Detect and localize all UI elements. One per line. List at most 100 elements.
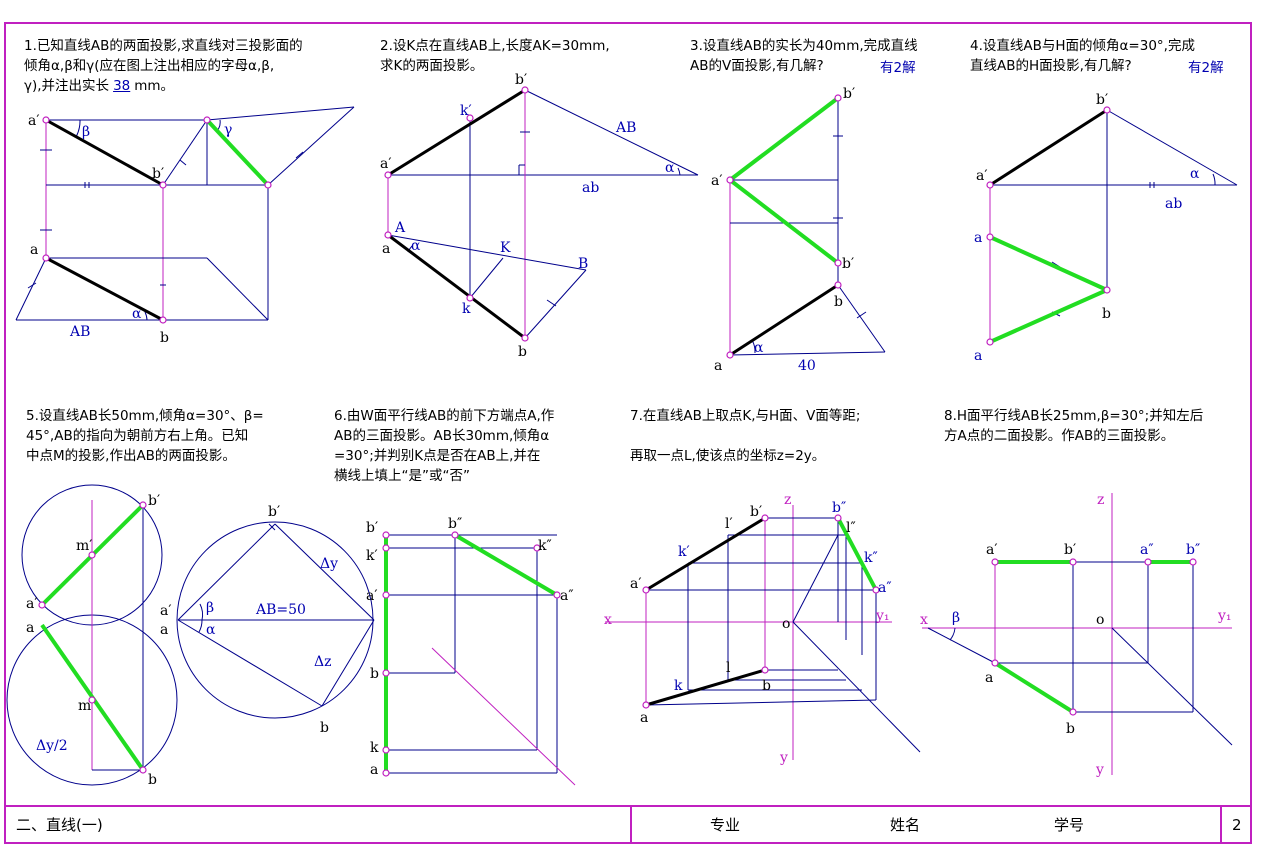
p2-label-b: b	[518, 344, 527, 360]
p1-label-a1: a′	[28, 113, 40, 129]
p4-label-ab: ab	[1165, 196, 1182, 212]
p5-label-alpha: α	[206, 622, 216, 638]
p5-label-a: a	[26, 620, 34, 636]
p7-label-z: z	[784, 492, 791, 508]
p6-label-b: b	[370, 666, 379, 682]
problem-3-drawing	[728, 96, 886, 357]
problem-3-text: 3.设直线AB的实长为40mm,完成直线 AB的V面投影,有几解?	[690, 38, 918, 74]
p5-label-b1: b′	[148, 493, 160, 509]
p7-label-o: o	[782, 616, 790, 632]
problem-4-text: 4.设直线AB与H面的倾角α=30°,完成 直线AB的H面投影,有几解?	[970, 38, 1195, 74]
p7-label-b1: b′	[750, 504, 762, 520]
p7-label-a: a	[640, 710, 648, 726]
p8-label-b2: b″	[1186, 542, 1200, 558]
p7-label-y1: y₁	[875, 608, 890, 624]
p7-label-x: x	[604, 612, 612, 628]
p2-label-b1: b′	[515, 72, 527, 88]
p4-label-b: b	[1102, 306, 1111, 322]
p2-label-AB: AB	[615, 120, 636, 136]
problem-3-answer: 有2解	[880, 60, 916, 76]
problem-4-drawing	[989, 108, 1238, 344]
problem-4-answer: 有2解	[1188, 60, 1224, 76]
p8-label-y: y	[1095, 762, 1104, 778]
p3-label-alpha: α	[754, 340, 764, 356]
major-label: 专业	[710, 816, 741, 834]
p2-label-alpha: α	[665, 160, 675, 176]
p6-label-k2: k″	[538, 538, 552, 554]
problem-7-drawing	[605, 505, 921, 760]
p8-label-z: z	[1097, 492, 1104, 508]
name-label: 姓名	[890, 816, 921, 834]
p8-label-y1: y₁	[1217, 608, 1232, 624]
p3-label-b1: b′	[843, 86, 855, 102]
problem-2-text: 2.设K点在直线AB上,长度AK=30mm, 求K的两面投影。	[380, 38, 610, 74]
p8-label-beta: β	[952, 610, 960, 626]
p4-label-a1: a′	[976, 168, 988, 184]
p5-label-b1-right: b′	[268, 504, 280, 520]
p2-label-k: k	[462, 301, 471, 317]
p4-label-alpha: α	[1190, 166, 1200, 182]
p1-label-gamma: γ	[224, 122, 232, 138]
problem-1-answer: 38	[113, 78, 131, 94]
p8-label-a: a	[985, 670, 993, 686]
problem-5-text: 5.设直线AB长50mm,倾角α=30°、β= 45°,AB的指向为朝前方右上角…	[26, 408, 264, 464]
p8-label-a1: a′	[986, 542, 998, 558]
problem-8-text: 8.H面平行线AB长25mm,β=30°;并知左后 方A点的二面投影。作AB的三…	[944, 408, 1204, 444]
p8-label-b1: b′	[1064, 542, 1076, 558]
p8-label-x: x	[920, 612, 928, 628]
problem-1-drawing	[15, 106, 355, 322]
p6-label-a: a	[370, 762, 378, 778]
chapter-title: 二、直线(一)	[16, 816, 103, 834]
p2-label-ab: ab	[582, 180, 599, 196]
p1-label-b1: b′	[152, 166, 164, 182]
p2-label-k1: k′	[460, 103, 472, 119]
p8-label-a2: a″	[1140, 542, 1154, 558]
p7-label-a2: a″	[878, 580, 892, 596]
drawing-labels: a′ b′ a b β γ α AB a′ b′ k′ a b k A B K …	[26, 72, 1232, 788]
p1-label-alpha: α	[132, 306, 142, 322]
p5-label-b: b	[148, 772, 157, 788]
p6-label-a2: a″	[560, 588, 574, 604]
p1-label-b: b	[160, 330, 169, 346]
p4-label-a2: a	[974, 348, 982, 364]
p5-label-dy2: Δy/2	[36, 738, 68, 754]
p3-label-b1b: b′	[842, 256, 854, 272]
p5-label-dy: Δy	[320, 556, 338, 572]
p4-label-b1: b′	[1096, 92, 1108, 108]
p5-label-b-right: b	[320, 720, 329, 736]
p5-label-a-right: a	[160, 622, 168, 638]
p6-label-k: k	[370, 740, 379, 756]
student-id-label: 学号	[1054, 816, 1085, 834]
p7-label-b: b	[762, 678, 771, 694]
p4-label-a: a	[974, 230, 982, 246]
p7-label-l2: l″	[846, 520, 856, 536]
problem-6-drawing	[384, 533, 576, 786]
p7-label-a1: a′	[630, 576, 642, 592]
p2-label-A: A	[394, 220, 406, 236]
p1-label-a: a	[30, 242, 38, 258]
problem-2-drawing	[387, 88, 699, 340]
p3-label-40: 40	[798, 358, 816, 374]
problem-8-drawing	[922, 493, 1233, 775]
p5-label-dz: Δz	[314, 654, 332, 670]
problem-1-text: 1.已知直线AB的两面投影,求直线对三投影面的 倾角α,β和γ(应在图上注出相应…	[24, 38, 303, 94]
p5-label-AB50: AB=50	[255, 602, 306, 618]
point-markers	[38, 86, 1197, 777]
page-divider	[1220, 807, 1222, 844]
p5-label-a1: a′	[26, 596, 38, 612]
p2-label-a: a	[382, 241, 390, 257]
p7-label-l1: l′	[725, 516, 733, 532]
p8-label-o: o	[1096, 612, 1104, 628]
p3-label-a: a	[714, 358, 722, 374]
problem-6-text: 6.由W面平行线AB的前下方端点A,作 AB的三面投影。AB长30mm,倾角α …	[334, 408, 555, 484]
p7-label-b2: b″	[832, 500, 846, 516]
p6-label-b2: b″	[448, 516, 462, 532]
p6-label-k1: k′	[366, 548, 378, 564]
problem-7-text: 7.在直线AB上取点K,与H面、V面等距; 再取一点L,使该点的坐标z=2y。	[630, 408, 861, 464]
p7-label-y: y	[779, 750, 788, 766]
p5-label-beta: β	[206, 600, 214, 616]
p5-label-m: m	[78, 698, 91, 714]
p5-label-m1: m′	[76, 538, 92, 554]
